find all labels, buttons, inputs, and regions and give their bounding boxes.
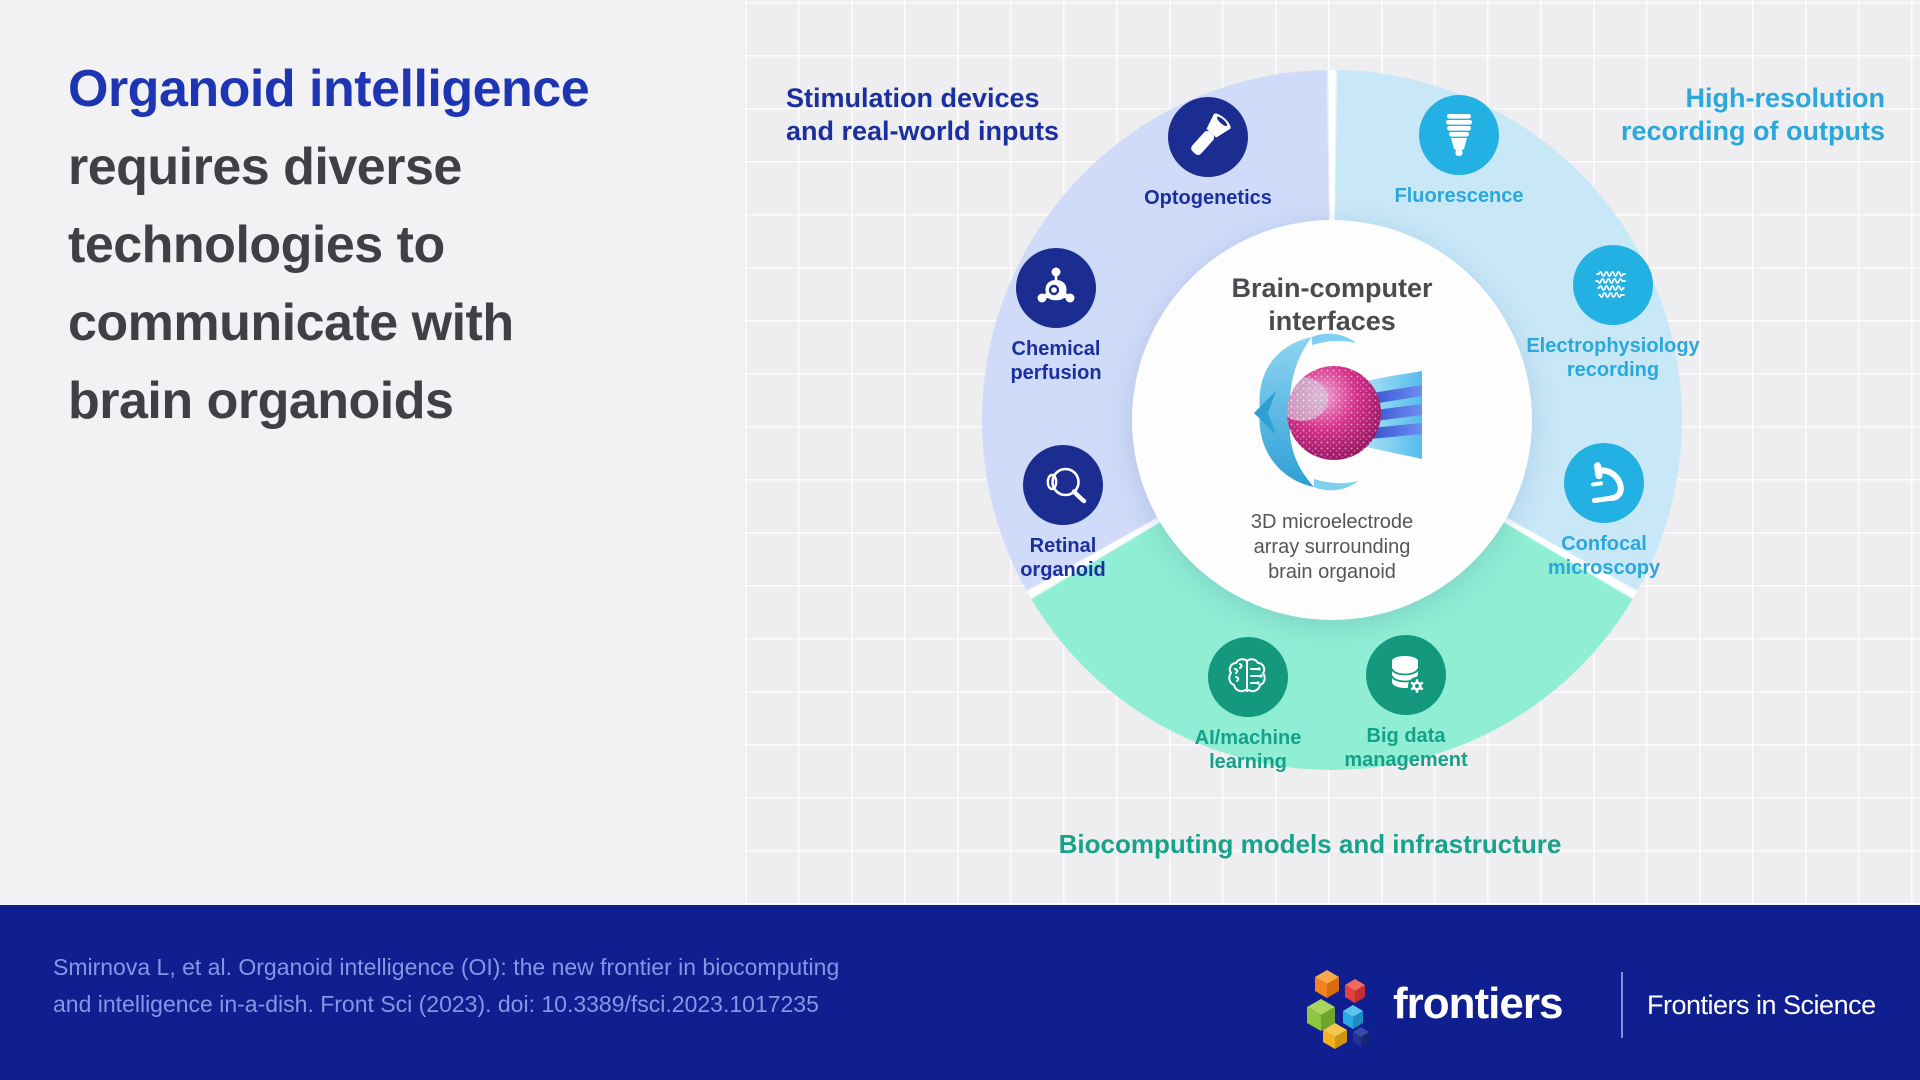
diagram-item-retinal-organoid: Retinal organoid <box>943 445 1183 582</box>
item-label: Electrophysiology recording <box>1526 335 1700 381</box>
database-gear-icon <box>1366 635 1446 715</box>
eye-icon <box>1023 445 1103 525</box>
microscope-icon <box>1564 443 1644 523</box>
diagram-item-optogenetics: Optogenetics <box>1088 97 1328 210</box>
hub-title-line: interfaces <box>1268 306 1396 336</box>
hub-caption-line: 3D microelectrode <box>1250 511 1414 533</box>
organoid-illustration <box>1254 333 1422 491</box>
hub-caption: 3D microelectrode array surrounding brai… <box>1132 510 1532 585</box>
diagram-item-big-data: Big data management <box>1286 635 1526 772</box>
cfl-bulb-icon <box>1419 95 1499 175</box>
page-title: Organoid intelligence requires diverse t… <box>68 50 688 440</box>
hub-caption-line: brain organoid <box>1268 561 1396 583</box>
diagram-item-electrophysiology: Electrophysiology recording <box>1493 245 1733 382</box>
page-title-line: communicate with <box>68 294 514 352</box>
item-label: Confocal microscopy <box>1547 533 1661 579</box>
citation-line: and intelligence in-a-dish. Front Sci (2… <box>53 991 819 1017</box>
section-label-line: recording of outputs <box>1621 116 1885 146</box>
item-label: Fluorescence <box>1394 185 1524 207</box>
page-title-highlight: Organoid intelligence <box>68 60 590 118</box>
item-label: Chemical perfusion <box>1010 338 1102 384</box>
hub-caption-line: array surrounding <box>1253 536 1411 558</box>
page-title-line: technologies to <box>68 216 445 274</box>
section-label-recording: High-resolution recording of outputs <box>1545 82 1885 148</box>
section-label-stimulation: Stimulation devices and real-world input… <box>786 82 1116 148</box>
flashlight-icon <box>1168 97 1248 177</box>
diagram-item-fluorescence: Fluorescence <box>1339 95 1579 208</box>
molecule-icon <box>1016 248 1096 328</box>
diagram-item-chemical-perfusion: Chemical perfusion <box>936 248 1176 385</box>
section-label-line: Stimulation devices <box>786 83 1040 113</box>
item-label: AI/machine learning <box>1194 727 1302 773</box>
logo-divider <box>1621 972 1623 1038</box>
item-label: Big data management <box>1344 725 1468 771</box>
diagram-item-confocal: Confocal microscopy <box>1484 443 1724 580</box>
center-hub: Brain-computer interfaces <box>1132 220 1532 620</box>
frontiers-logo-icon <box>1307 970 1369 1049</box>
section-label-line: High-resolution <box>1685 83 1885 113</box>
section-label-line: and real-world inputs <box>786 116 1060 146</box>
technology-wheel: Brain-computer interfaces <box>982 70 1682 770</box>
item-label: Optogenetics <box>1144 187 1272 209</box>
page-title-line: brain organoids <box>68 372 454 430</box>
hub-title: Brain-computer interfaces <box>1132 272 1532 338</box>
waveform-icon <box>1573 245 1653 325</box>
page-title-line: requires diverse <box>68 138 462 196</box>
citation-line: Smirnova L, et al. Organoid intelligence… <box>53 954 840 980</box>
frontiers-wordmark: frontiers <box>1393 979 1563 1028</box>
hub-title-line: Brain-computer <box>1231 273 1433 303</box>
citation: Smirnova L, et al. Organoid intelligence… <box>53 949 1053 1023</box>
brain-icon <box>1208 637 1288 717</box>
item-label: Retinal organoid <box>1020 535 1106 581</box>
section-label-biocomputing: Biocomputing models and infrastructure <box>1058 829 1562 859</box>
footer-bar: Smirnova L, et al. Organoid intelligence… <box>0 905 1920 1080</box>
diagram-item-ai-ml: AI/machine learning <box>1128 637 1368 774</box>
publication-name: Frontiers in Science <box>1647 990 1876 1020</box>
